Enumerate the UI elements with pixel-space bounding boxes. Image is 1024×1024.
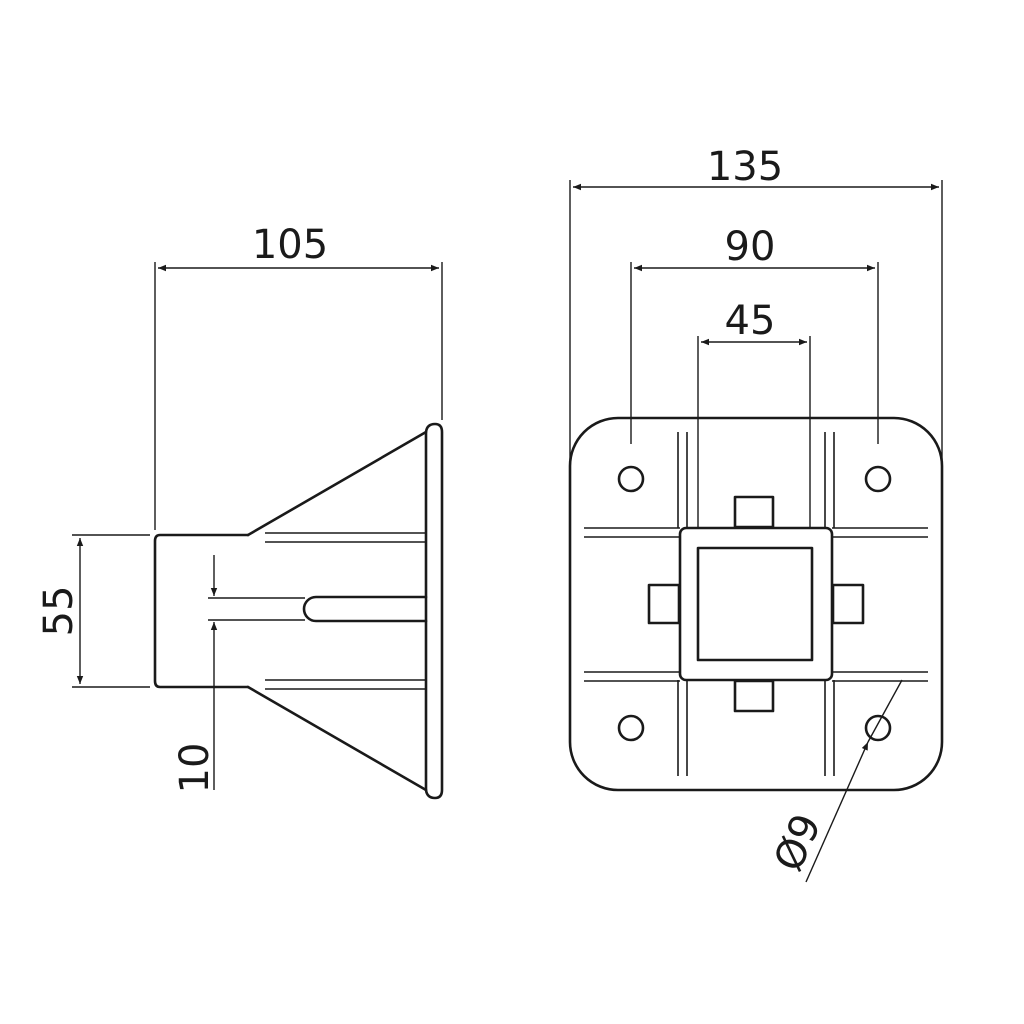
tube-inner	[696, 546, 814, 662]
dim-label-135: 135	[707, 144, 783, 190]
mounting-hole-top-left	[617, 465, 645, 493]
cone-lower-edge	[246, 685, 428, 792]
mounting-hole-bottom-left	[617, 714, 645, 742]
dim-label-55: 55	[36, 586, 82, 637]
dim-leader-diameter	[867, 679, 903, 743]
tube-outline	[153, 533, 250, 689]
tab-bottom	[733, 679, 775, 713]
side-dimensions: 105 55 10	[36, 222, 443, 794]
tube-outer	[678, 526, 834, 682]
mounting-hole-bottom-right	[864, 714, 892, 742]
mounting-hole-top-right	[864, 465, 892, 493]
tab-top	[733, 495, 775, 529]
dim-label-45: 45	[725, 298, 776, 344]
front-dimensions: 135 90 45 Ø9	[569, 144, 943, 883]
side-view	[153, 422, 444, 800]
cone-upper-edge	[246, 430, 428, 537]
dim-label-diameter: Ø9	[766, 807, 831, 878]
front-view	[568, 416, 944, 792]
dim-label-105: 105	[252, 222, 328, 268]
ribs	[584, 432, 928, 776]
tab-left	[647, 583, 681, 625]
flange-plate	[424, 422, 444, 800]
base-plate	[568, 416, 944, 792]
slot-outline	[302, 595, 428, 623]
tab-right	[831, 583, 865, 625]
dim-label-90: 90	[725, 224, 776, 270]
dim-label-10: 10	[172, 743, 218, 794]
dim-leader-diameter-tail	[805, 741, 869, 883]
